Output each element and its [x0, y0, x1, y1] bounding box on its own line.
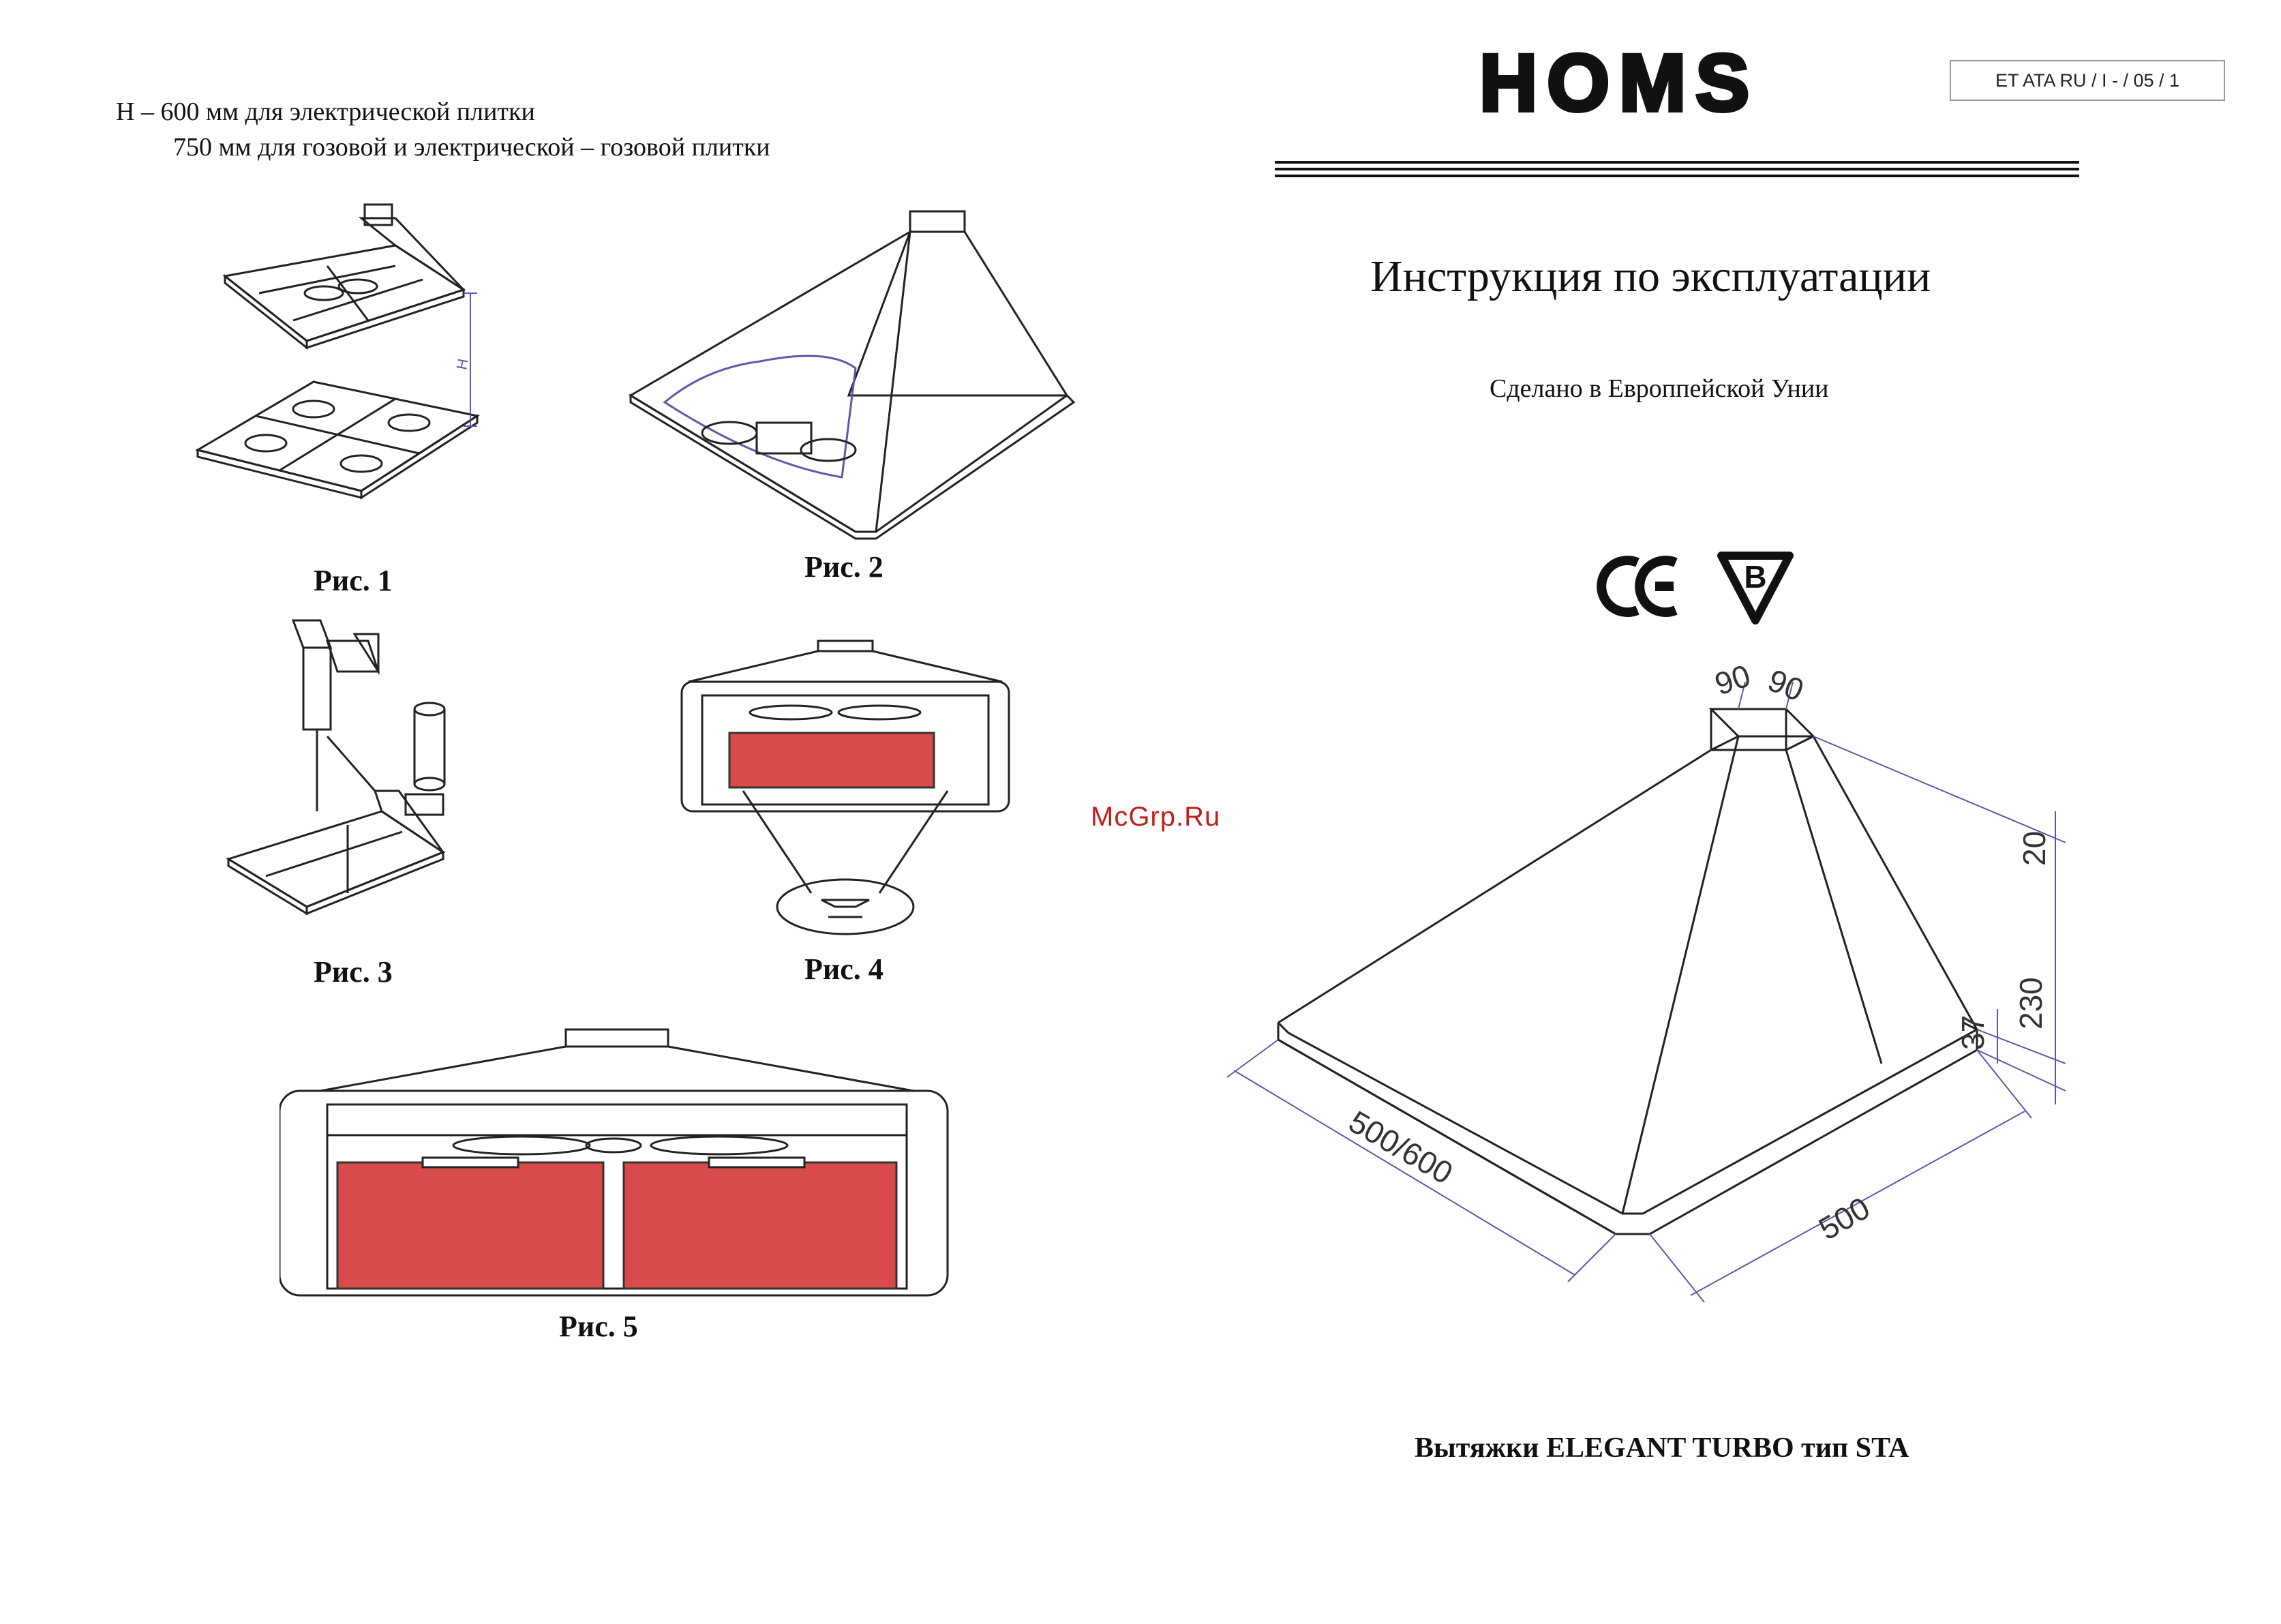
fig4-grease-filter [729, 733, 934, 787]
fig2-inside [665, 356, 856, 477]
b-mark-icon: B [1721, 556, 1789, 620]
ce-mark-icon [1601, 560, 1676, 612]
dim-duct-top: 90 [1710, 657, 1755, 702]
brand-logo: HOMS [1479, 42, 1759, 124]
b-mark-letter: B [1744, 559, 1766, 595]
product-name: Вытяжки ELEGANT TURBO тип STA [1415, 1432, 1909, 1464]
figure-4-drawing [675, 634, 1016, 948]
document-id: ET ATA RU / I - / 05 / 1 [1950, 60, 2225, 101]
watermark-link[interactable]: McGrp.Ru [1091, 802, 1220, 832]
fig5-filter-left [337, 1162, 603, 1289]
fig2-canopy [849, 232, 1067, 395]
fig1-cooktop [198, 382, 477, 498]
fig2-motor [757, 423, 811, 453]
figure-1-drawing: H [191, 191, 504, 545]
made-in-text: Сделано в Европпейской Унии [1490, 374, 1829, 404]
fig2-duct [910, 211, 965, 232]
figure-1-caption: Рис. 1 [314, 563, 393, 598]
figure-3-caption: Рис. 3 [314, 954, 393, 989]
dim-height-top: 20 [2016, 831, 2052, 866]
height-note-line-2: 750 мм для гозовой и электрической – гоз… [116, 130, 770, 165]
hood-dimension-drawing: 90 90 20 230 37 500/600 500 [1213, 641, 2066, 1323]
figure-3-drawing [218, 607, 477, 961]
header-rule-3 [1275, 175, 2079, 177]
fig1-dimension-label: H [453, 357, 471, 371]
height-note: H – 600 мм для электрической плитки 750 … [116, 94, 770, 165]
figure-2-caption: Рис. 2 [804, 550, 883, 584]
manual-title: Инструкция по эксплуатации [1370, 251, 1931, 303]
fig5-filter-right [624, 1162, 896, 1289]
dimension-lines [1227, 682, 2066, 1302]
header-rule-2 [1275, 168, 2079, 170]
figure-5-caption: Рис. 5 [559, 1309, 638, 1344]
figure-5-drawing [280, 1023, 954, 1309]
fig3-hood [228, 791, 443, 914]
dim-height-rim: 37 [1955, 1015, 1991, 1050]
figure-2-drawing [624, 191, 1115, 545]
figure-4-caption: Рис. 4 [804, 952, 883, 987]
height-note-line-1: H – 600 мм для электрической плитки [116, 94, 770, 130]
dim-height-total: 230 [2013, 977, 2049, 1029]
fig3-duct-pipes [293, 620, 444, 815]
header-rule-1 [1275, 161, 2079, 164]
dim-duct-side: 90 [1763, 662, 1809, 708]
fig1-hood [225, 205, 464, 348]
certification-marks: B [1595, 545, 1800, 627]
fig2-rim [631, 395, 1074, 539]
